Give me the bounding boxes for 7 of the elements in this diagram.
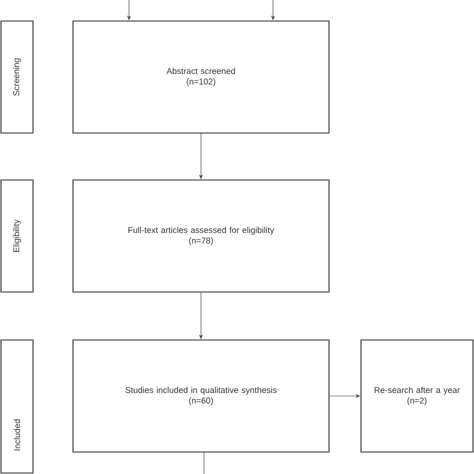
stage-label-box: Included [0,339,34,474]
process-box: Re-search after a year (n=2) [360,339,474,453]
stage-label-box: Eligibility [0,179,34,293]
process-box: Studies included in qualitative synthesis (n=60) [72,339,330,453]
process-box: Full-text articles assessed for eligibility (n=78) [72,179,330,293]
stage-label-box: Screening [0,20,34,134]
process-box: Abstract screened (n=102) [72,20,330,134]
